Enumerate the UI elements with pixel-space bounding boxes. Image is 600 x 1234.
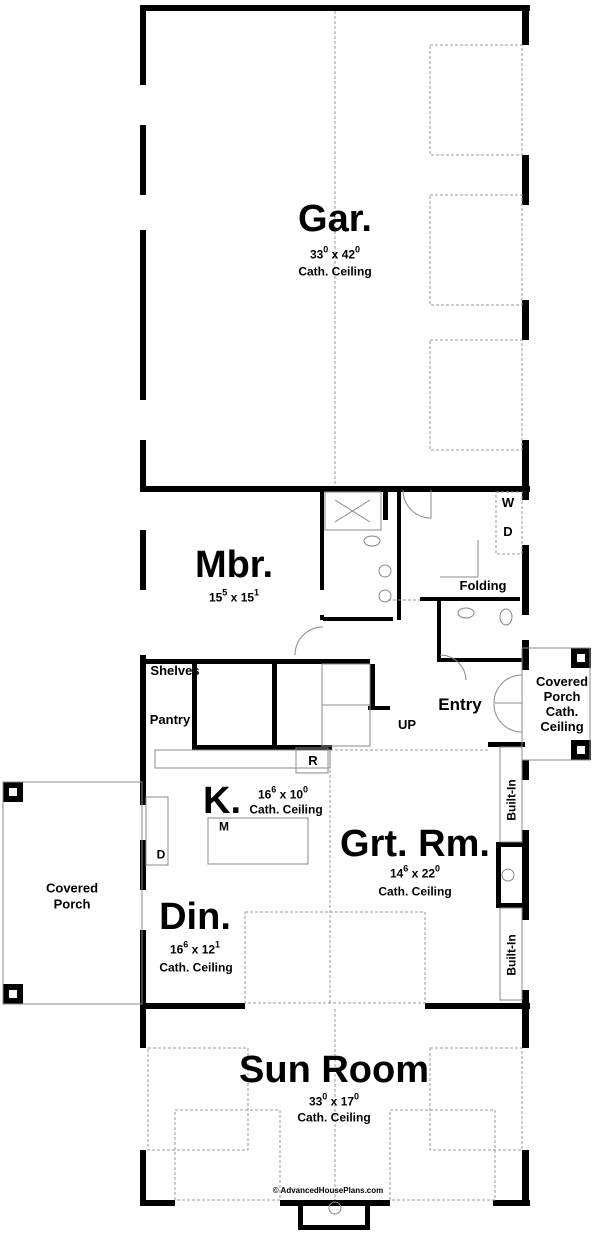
folding-label: Folding bbox=[459, 578, 507, 594]
built-in-label-lower: Built-In bbox=[504, 934, 519, 976]
sun-room-ceiling: Cath. Ceiling bbox=[297, 1110, 371, 1125]
sun-room-dimensions: 330 x 170 bbox=[308, 1091, 360, 1109]
dryer-label: D bbox=[503, 524, 513, 540]
garage-label: Gar. bbox=[298, 198, 372, 241]
copyright-text: © AdvancedHousePlans.com bbox=[272, 1185, 384, 1195]
sun-room-label: Sun Room bbox=[239, 1049, 429, 1092]
great-room-ceiling: Cath. Ceiling bbox=[378, 884, 452, 899]
kitchen-ceiling: Cath. Ceiling bbox=[249, 802, 323, 817]
microwave-label: M bbox=[219, 819, 229, 834]
kitchen-dimensions: 166 x 100 bbox=[257, 784, 309, 802]
refrigerator-label: R bbox=[308, 753, 318, 769]
garage-dimensions: 330 x 420 bbox=[309, 244, 361, 262]
stairs-up-label: UP bbox=[397, 717, 417, 733]
entry-label: Entry bbox=[438, 695, 482, 715]
great-room-dimensions: 146 x 220 bbox=[389, 863, 441, 881]
dishwasher-label: D bbox=[156, 847, 166, 862]
washer-label: W bbox=[501, 495, 515, 511]
built-in-label-upper: Built-In bbox=[504, 779, 519, 821]
dining-label: Din. bbox=[159, 896, 231, 939]
great-room-label: Grt. Rm. bbox=[340, 823, 490, 866]
pantry-label: Pantry bbox=[149, 712, 191, 728]
master-dimensions: 155 x 151 bbox=[208, 587, 260, 605]
dining-ceiling: Cath. Ceiling bbox=[159, 960, 233, 975]
shelves-label: Shelves bbox=[150, 663, 200, 679]
kitchen-label: K. bbox=[203, 780, 241, 823]
master-label: Mbr. bbox=[194, 544, 274, 587]
dining-dimensions: 166 x 121 bbox=[169, 939, 221, 957]
garage-ceiling: Cath. Ceiling bbox=[298, 264, 372, 279]
